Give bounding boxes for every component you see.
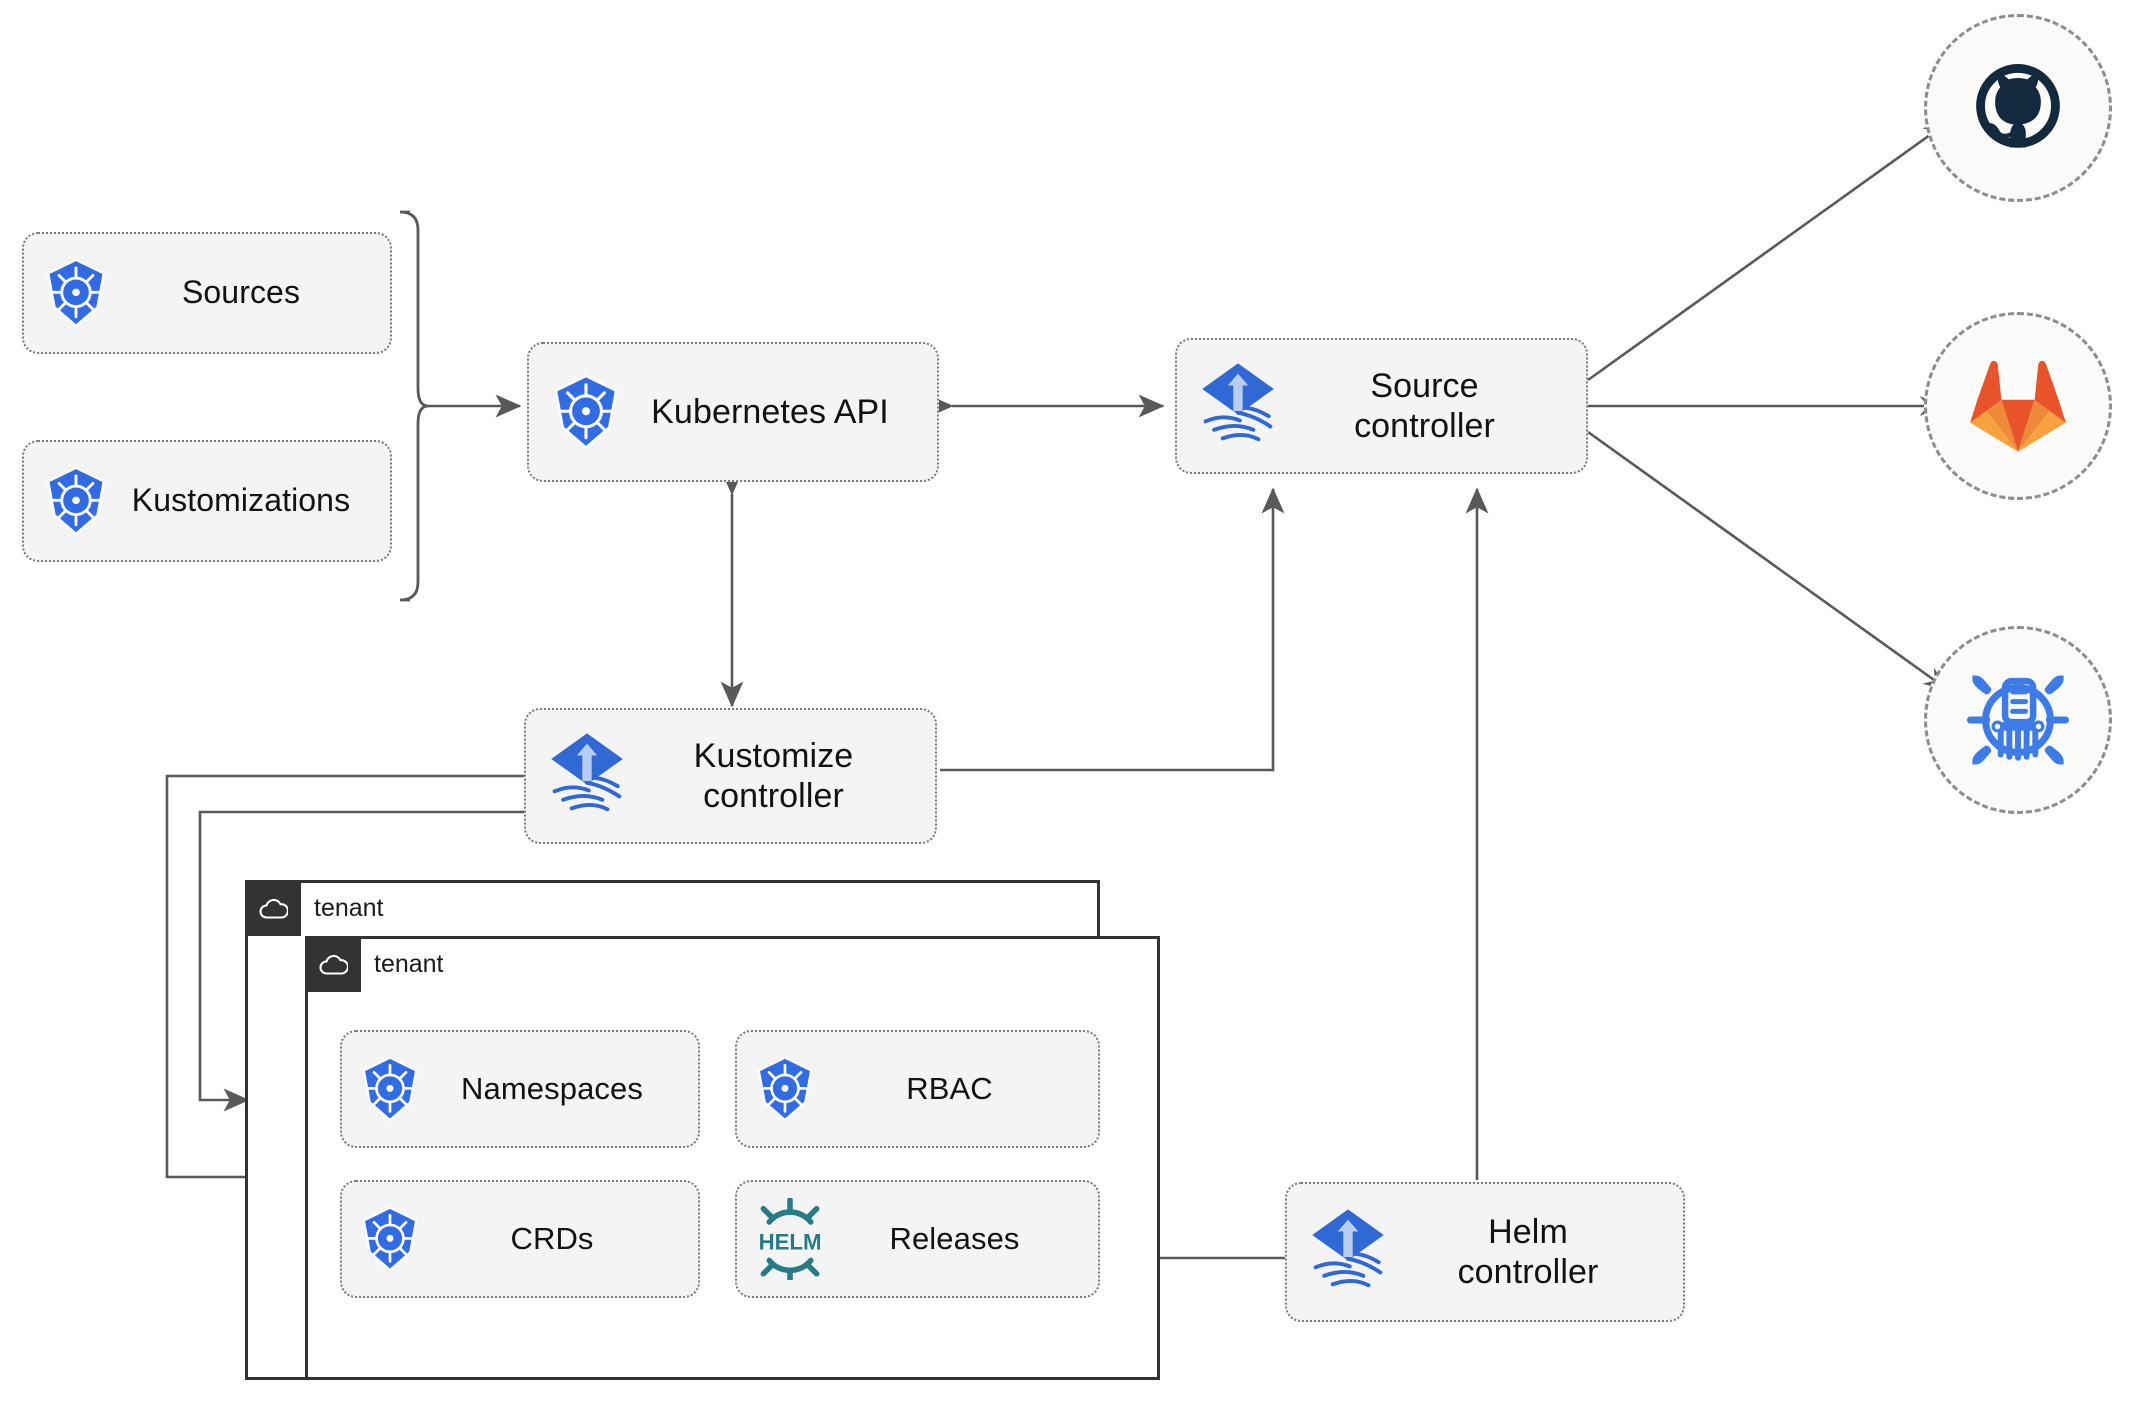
provider-bucket[interactable] <box>1924 626 2112 814</box>
helm-icon: HELM <box>753 1198 827 1280</box>
node-namespaces-label: Namespaces <box>461 1070 643 1106</box>
kubernetes-icon <box>358 1205 422 1273</box>
node-kustomize-controller-label: Kustomize controller <box>693 736 854 815</box>
node-sources[interactable]: Sources <box>22 232 392 354</box>
kubernetes-icon <box>753 1055 817 1123</box>
kubernetes-icon <box>549 373 623 451</box>
node-crds[interactable]: CRDs <box>340 1180 700 1298</box>
edge-kustomize-to-tenant-outer <box>165 774 524 1189</box>
node-releases-label: Releases <box>889 1220 1020 1256</box>
node-sources-label: Sources <box>181 274 301 311</box>
cloud-icon <box>259 898 288 919</box>
tenant-inner-header <box>305 936 361 992</box>
flux-icon <box>1305 1206 1391 1298</box>
tenant-inner-container: tenant <box>305 936 1160 1380</box>
edge-kustomize-to-tenant-inner <box>198 810 524 1112</box>
tenant-inner-label: tenant <box>374 949 444 978</box>
node-releases[interactable]: HELM Releases <box>735 1180 1100 1298</box>
kubernetes-icon <box>358 1055 422 1123</box>
helm-wordmark: HELM <box>759 1229 822 1254</box>
node-rbac[interactable]: RBAC <box>735 1030 1100 1148</box>
cloud-icon <box>319 954 348 975</box>
node-kubernetes-api[interactable]: Kubernetes API <box>527 342 939 482</box>
edge-source-to-bucket <box>1587 430 1950 692</box>
edge-kustomize-to-source <box>940 487 1285 772</box>
tenant-outer-header <box>245 880 301 936</box>
node-rbac-label: RBAC <box>906 1070 993 1106</box>
node-kustomize-controller[interactable]: Kustomize controller <box>524 708 937 844</box>
github-icon <box>1976 64 2060 148</box>
gitlab-icon <box>1970 360 2066 452</box>
node-namespaces[interactable]: Namespaces <box>340 1030 700 1148</box>
node-kustomizations-label: Kustomizations <box>131 482 351 519</box>
kubernetes-icon <box>42 465 110 537</box>
node-helm-controller-label: Helm controller <box>1457 1212 1599 1291</box>
node-helm-controller[interactable]: Helm controller <box>1285 1182 1685 1322</box>
tenant-outer-label: tenant <box>314 893 384 922</box>
provider-github[interactable] <box>1924 14 2112 202</box>
flux-icon <box>1195 360 1281 452</box>
node-kubernetes-api-label: Kubernetes API <box>651 392 889 431</box>
node-source-controller-label: Source controller <box>1354 366 1495 445</box>
flux-icon <box>544 730 630 822</box>
node-source-controller[interactable]: Source controller <box>1175 338 1588 474</box>
provider-gitlab[interactable] <box>1924 312 2112 500</box>
edge-group-bracket <box>399 210 429 602</box>
kubernetes-icon <box>42 257 110 329</box>
node-kustomizations[interactable]: Kustomizations <box>22 440 392 562</box>
edge-source-to-github <box>1587 120 1950 382</box>
node-crds-label: CRDs <box>510 1220 594 1256</box>
bucket-icon <box>1966 675 2070 765</box>
